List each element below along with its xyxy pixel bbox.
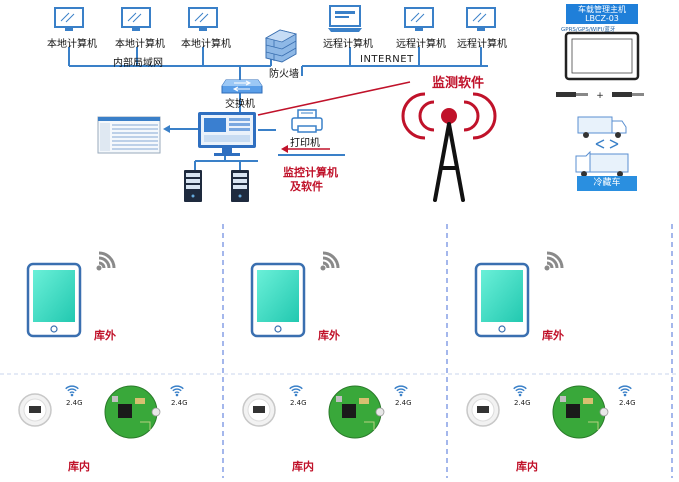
vehicle-host-model: LBCZ-03 <box>585 14 619 23</box>
pcb-module-icon <box>328 385 385 439</box>
local-computer-icon <box>121 7 151 31</box>
internet-label: INTERNET <box>360 54 414 65</box>
remote-computer-label: 远程计算机 <box>457 39 507 50</box>
red-link <box>257 81 411 116</box>
probe-cable-icon: + <box>556 91 644 101</box>
wifi-signal-icon <box>320 251 340 271</box>
local-computer-icon <box>188 7 218 31</box>
wifi-icon <box>513 385 527 397</box>
vehicle-host-title-line1: 车载管理主机 <box>578 5 626 14</box>
wifi-band-label: 2.4G <box>619 399 636 407</box>
tablet-icon <box>250 262 306 338</box>
local-computer-icon <box>54 7 84 31</box>
vehicle-host-subtitle: GPRS/GPS/WIFI/蓝牙 <box>561 27 616 33</box>
truck-icon <box>575 150 629 177</box>
zone-column <box>466 251 632 439</box>
local-computer-label: 本地计算机 <box>115 39 165 50</box>
tablet-icon <box>26 262 82 338</box>
wifi-signal-icon <box>96 251 116 271</box>
zones <box>18 251 632 439</box>
wifi-band-label: 2.4G <box>395 399 412 407</box>
laptop-icon <box>328 5 362 32</box>
switch-icon <box>221 79 263 94</box>
wifi-icon <box>394 385 408 397</box>
monitoring-computer-icon <box>198 112 256 156</box>
server-icon <box>184 170 202 202</box>
remote-computer-icon <box>466 7 496 31</box>
zone-dividers <box>222 224 673 478</box>
local-computer-label: 本地计算机 <box>47 39 97 50</box>
temperature-sensor-icon <box>18 393 52 427</box>
wifi-icon <box>618 385 632 397</box>
remote-computer-label: 远程计算机 <box>396 39 446 50</box>
switch-label: 交换机 <box>225 99 255 110</box>
truck-icon <box>577 116 627 138</box>
outside-zone-label: 库外 <box>318 329 340 342</box>
zone-column <box>18 251 184 439</box>
temperature-sensor-icon <box>466 393 500 427</box>
inside-zone-label: 库内 <box>292 460 314 473</box>
cold-truck-label: 冷藏车 <box>577 176 637 191</box>
wifi-band-label: 2.4G <box>171 399 188 407</box>
zone-column <box>242 251 408 439</box>
software-screenshot-icon <box>97 116 161 154</box>
wifi-icon <box>65 385 79 397</box>
svg-text:+: + <box>596 91 604 101</box>
vehicle-host-title: 车载管理主机 LBCZ-03 <box>566 4 638 24</box>
printer-label: 打印机 <box>290 138 320 149</box>
inside-zone-label: 库内 <box>516 460 538 473</box>
pcb-module-icon <box>552 385 609 439</box>
remote-computer-label: 远程计算机 <box>323 39 373 50</box>
server-icon <box>231 170 249 202</box>
wifi-icon <box>289 385 303 397</box>
inside-zone-label: 库内 <box>68 460 90 473</box>
wifi-icon <box>170 385 184 397</box>
monitor-software-label: 监测软件 <box>432 76 485 91</box>
printer-icon <box>291 109 323 133</box>
lan-lines <box>68 47 272 82</box>
signal-arrows-icon <box>595 139 619 149</box>
remote-computer-icon <box>404 7 434 31</box>
red-arrow <box>281 145 330 153</box>
temperature-sensor-icon <box>242 393 276 427</box>
firewall-label: 防火墙 <box>269 69 299 80</box>
firewall-icon <box>264 29 298 63</box>
tablet-icon <box>474 262 530 338</box>
monitor-pc-label-2: 及软件 <box>290 180 323 193</box>
wifi-band-label: 2.4G <box>66 399 83 407</box>
vehicle-host-device-icon <box>564 31 640 81</box>
outside-zone-label: 库外 <box>542 329 564 342</box>
wifi-band-label: 2.4G <box>514 399 531 407</box>
pcb-module-icon <box>104 385 161 439</box>
lan-label: 内部局域网 <box>113 58 163 69</box>
signal-tower-icon <box>401 92 497 202</box>
wifi-signal-icon <box>544 251 564 271</box>
wifi-band-label: 2.4G <box>290 399 307 407</box>
monitor-pc-label: 监控计算机 <box>283 166 338 179</box>
local-computer-label: 本地计算机 <box>181 39 231 50</box>
internet-lines <box>301 47 488 76</box>
outside-zone-label: 库外 <box>94 329 116 342</box>
